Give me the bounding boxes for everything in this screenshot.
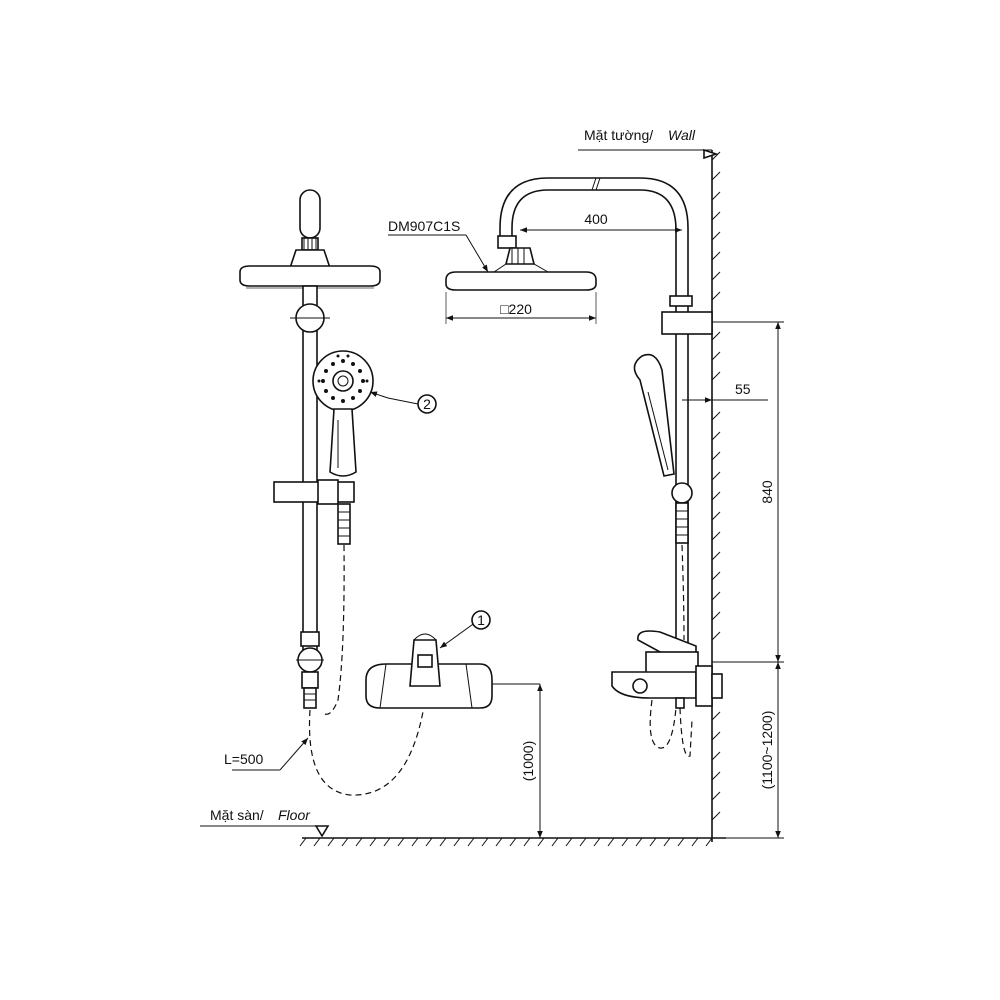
wall-label-suffix: Wall	[668, 127, 696, 143]
wall-line: Mặt tường/ Wall	[578, 127, 721, 842]
hand-shower-handle	[329, 408, 357, 477]
hose-dashed-side	[649, 699, 677, 749]
floor-line: Mặt sàn/ Floor	[200, 807, 726, 847]
floor-label-prefix: Mặt sàn/	[210, 807, 264, 823]
slide-bracket-side	[671, 482, 693, 504]
lower-inlet-front	[303, 687, 317, 709]
hose-length-label: L=500	[224, 751, 264, 767]
slide-bracket	[273, 481, 355, 503]
model-label: DM907C1S	[388, 218, 460, 234]
shower-rail-front	[302, 285, 318, 651]
wall-bracket-upper	[661, 311, 713, 335]
hose-coil-side	[675, 502, 689, 544]
rail-lower-sleeve	[300, 631, 320, 647]
wall-offset-value: 55	[735, 381, 751, 397]
head-size-value: □220	[500, 301, 532, 317]
floor-label-suffix: Floor	[278, 807, 311, 823]
mixer-body-side	[645, 651, 699, 675]
callout-item-2: 2	[369, 391, 437, 414]
side-view	[445, 177, 723, 757]
hose-length-callout: L=500	[224, 737, 309, 771]
rain-shower-head-side	[445, 271, 597, 291]
bath-spout-side	[611, 671, 697, 699]
mixer-height-range-value: (1100~1200)	[759, 711, 775, 790]
rail-top-cap	[299, 189, 321, 239]
model-callout: DM907C1S	[388, 218, 489, 273]
rain-shower-head-front	[239, 265, 381, 287]
head-connector-side	[504, 247, 536, 265]
hand-shower-nozzles	[317, 354, 369, 403]
mixer-height-value: (1000)	[520, 741, 536, 781]
callout-item-1: 1	[439, 610, 491, 649]
shower-arm-inner	[499, 177, 689, 306]
bar-height-value: 840	[759, 480, 775, 504]
shower-rail-side	[675, 299, 689, 651]
front-view	[239, 189, 540, 796]
callout-1-number: 1	[477, 612, 485, 628]
arm-reach-dimension: 400	[520, 211, 682, 233]
arm-reach-value: 400	[584, 211, 608, 227]
hose-dashed-front	[308, 699, 426, 796]
mixer-height-dimension: (1000)	[520, 684, 543, 838]
shower-arm-outer	[511, 189, 677, 306]
wall-label-prefix: Mặt tường/	[584, 127, 653, 143]
bar-height-dimension: 840	[712, 321, 784, 663]
mixer-range-dimension: (1100~1200)	[712, 662, 784, 839]
hose-coil-front	[337, 503, 351, 545]
wall-eccentric-side	[711, 673, 723, 699]
head-size-dimension: □220	[446, 301, 596, 321]
callout-2-number: 2	[423, 396, 431, 412]
wall-offset-dimension: 55	[682, 381, 768, 403]
